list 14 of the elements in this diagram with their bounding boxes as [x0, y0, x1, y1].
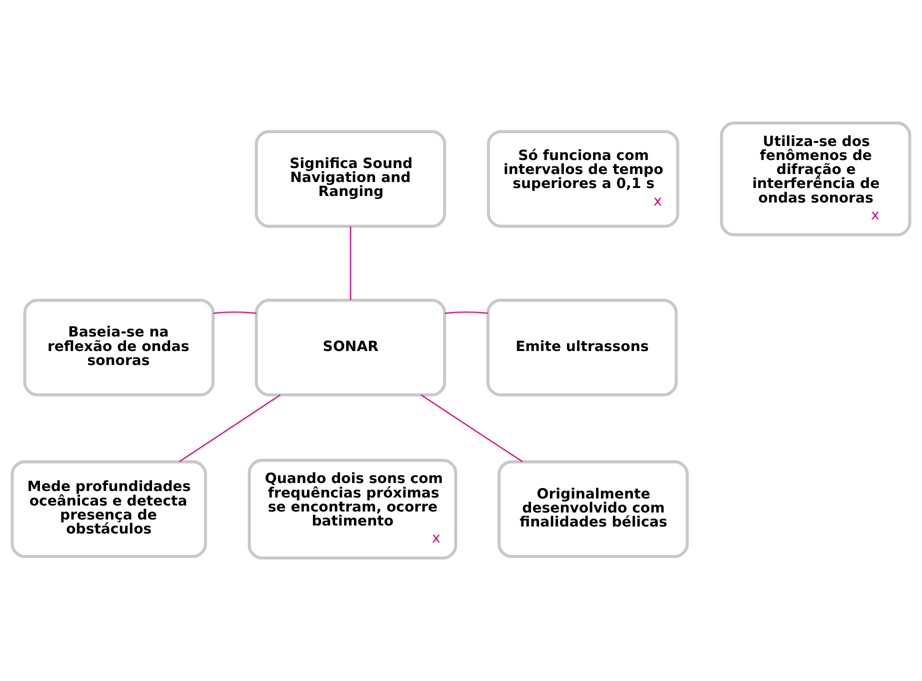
node-box: Quando dois sons com frequências próximas se encontram, ocorre batimento x [248, 458, 458, 560]
connector [420, 394, 523, 462]
node-box: Mede profundidades oceânicas e detecta presença de obstáculos [10, 460, 208, 558]
connector [178, 394, 281, 462]
node-box: Só funciona com intervalos de tempo superiores a 0,1 s x [486, 130, 680, 228]
node-box: SONAR [254, 298, 446, 396]
node-box: Baseia-se na reflexão de ondas sonoras [23, 298, 215, 396]
connector [350, 226, 352, 300]
connector [213, 311, 256, 314]
node-box: Originalmente desenvolvido com finalidades bélicas [498, 460, 689, 558]
node-box: Emite ultrassons [486, 298, 678, 396]
connector [444, 311, 488, 314]
node-box: Utiliza-se dos fenômenos de difração e interferência de ondas sonoras x [720, 122, 912, 236]
node-box: Significa Sound Navigation and Ranging [254, 130, 446, 228]
